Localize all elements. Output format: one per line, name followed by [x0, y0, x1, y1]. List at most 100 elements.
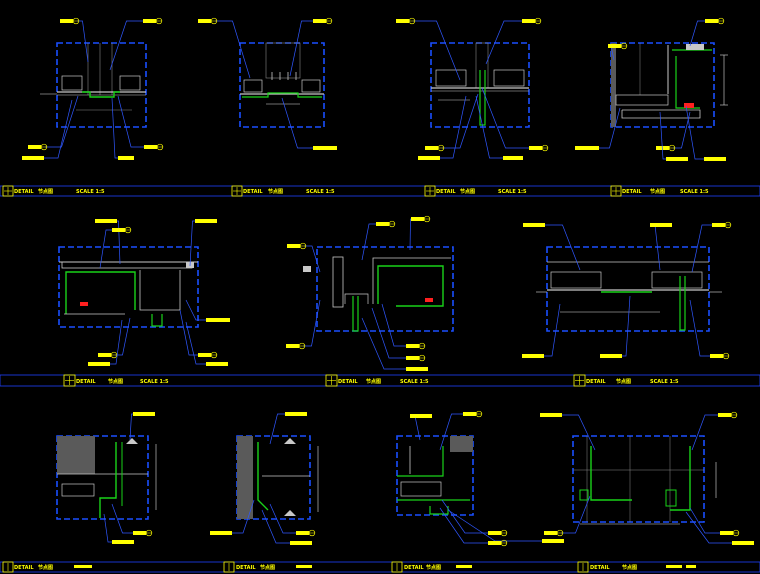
callout-tag	[689, 299, 730, 360]
detail-6-frame	[316, 246, 454, 332]
callout-tag	[396, 17, 461, 81]
detail-2	[239, 42, 325, 128]
title-word: DETAIL	[14, 565, 34, 571]
title-scale: SCALE 1:5	[650, 379, 679, 385]
callout-tag	[111, 503, 153, 537]
title-cn: 节点图	[108, 378, 123, 385]
callout-tag	[281, 97, 337, 150]
callout-tag	[210, 499, 255, 535]
callout-tag	[286, 299, 321, 350]
callout-tag	[600, 295, 631, 358]
title-cn: 节点图	[268, 188, 283, 195]
detail-6	[303, 246, 454, 332]
callout-tag	[103, 513, 134, 544]
title-cn: 节点图	[38, 188, 53, 195]
title-row-1-band	[0, 185, 760, 197]
callout-tag	[111, 97, 134, 160]
title-scale: SCALE 1:5	[498, 189, 527, 195]
callout-tag	[650, 223, 672, 271]
callout-tag	[425, 93, 479, 152]
detail-4	[610, 42, 728, 128]
callout-tag	[361, 220, 396, 261]
title-scale: SCALE 1:5	[400, 379, 429, 385]
callout-tag	[608, 42, 628, 61]
callout-tag	[22, 99, 73, 160]
callout-tag	[485, 17, 542, 65]
title-cn: 节点图	[366, 378, 381, 385]
detail-8	[56, 435, 157, 520]
title-cn: 节点图	[426, 564, 441, 571]
callout-tag	[685, 105, 726, 161]
callout-tag	[179, 309, 218, 359]
title-cn: 节点图	[260, 564, 275, 571]
callout-tag	[540, 413, 596, 451]
title-word: DETAIL	[622, 189, 642, 195]
title-block-r2-1: DETAIL 节点图 SCALE 1:5	[63, 374, 169, 387]
title-block-r1-3: DETAIL 节点图 SCALE 1:5	[424, 185, 527, 197]
detail-1-finish-line	[82, 91, 120, 98]
title-cn: 节点图	[38, 564, 53, 571]
title-rows: DETAIL 节点图 SCALE 1:5 DETAIL 节点图 SCALE 1:…	[0, 185, 760, 573]
callout-tag	[381, 303, 426, 350]
callout-tag	[289, 17, 333, 77]
title-scale: SCALE 1:5	[306, 189, 335, 195]
title-block-r1-2: DETAIL 节点图 SCALE 1:5	[231, 185, 335, 197]
callout-tag	[410, 414, 432, 441]
callout-tag	[109, 17, 163, 71]
callout-tag	[99, 226, 132, 269]
callout-tag	[439, 507, 508, 547]
title-word: DETAIL	[436, 189, 456, 195]
title-word: DETAIL	[586, 379, 606, 385]
callout-tag	[659, 111, 688, 161]
title-cn: 节点图	[460, 188, 475, 195]
callout-tag	[361, 317, 428, 371]
callout-tag	[269, 503, 316, 537]
title-word: DETAIL	[14, 189, 34, 195]
detail-11-frame	[572, 435, 705, 523]
title-word: DETAIL	[243, 189, 263, 195]
title-word: DETAIL	[338, 379, 358, 385]
detail-5	[58, 246, 199, 328]
callout-tag	[95, 219, 121, 265]
callout-tag	[691, 411, 738, 451]
callout-tag	[371, 307, 426, 362]
detail-10	[396, 435, 474, 516]
callout-tag	[189, 219, 217, 267]
callout-tag	[575, 107, 621, 150]
title-cn: 节点图	[650, 188, 665, 195]
callout-tag	[481, 87, 549, 152]
callout-tag	[522, 303, 561, 358]
title-scale: SCALE 1:5	[76, 189, 105, 195]
callout-tag	[409, 215, 431, 251]
callout-tag	[88, 319, 123, 366]
callout-tag	[129, 412, 155, 441]
title-block-r1-4: DETAIL 节点图 SCALE 1:5	[610, 185, 709, 197]
title-block-r1-1: DETAIL 节点图 SCALE 1:5	[2, 185, 105, 197]
detail-8-frame	[56, 435, 149, 520]
title-block-r2-3: DETAIL 节点图 SCALE 1:5	[573, 374, 679, 387]
callout-tag	[691, 221, 732, 273]
callout-tag	[685, 511, 754, 545]
callout-tag	[198, 17, 251, 79]
title-scale: SCALE 1:5	[140, 379, 169, 385]
callout-tag	[523, 223, 581, 271]
callout-tag	[185, 321, 228, 366]
callout-tag	[269, 412, 307, 445]
detail-11	[572, 435, 717, 525]
callout-tag	[28, 95, 79, 151]
title-row-2-band	[0, 374, 760, 387]
detail-3	[430, 42, 530, 128]
callout-tag	[439, 410, 483, 451]
callout-tag	[60, 17, 89, 63]
callout-tag	[185, 299, 230, 322]
title-cn: 节点图	[622, 564, 637, 571]
title-word: DETAIL	[76, 379, 96, 385]
title-block-r3-3: DETAIL 节点图	[391, 561, 472, 573]
detail-1	[40, 42, 147, 128]
title-word: DETAIL	[590, 565, 610, 571]
callout-tag	[418, 95, 467, 160]
callout-tag	[117, 95, 164, 151]
